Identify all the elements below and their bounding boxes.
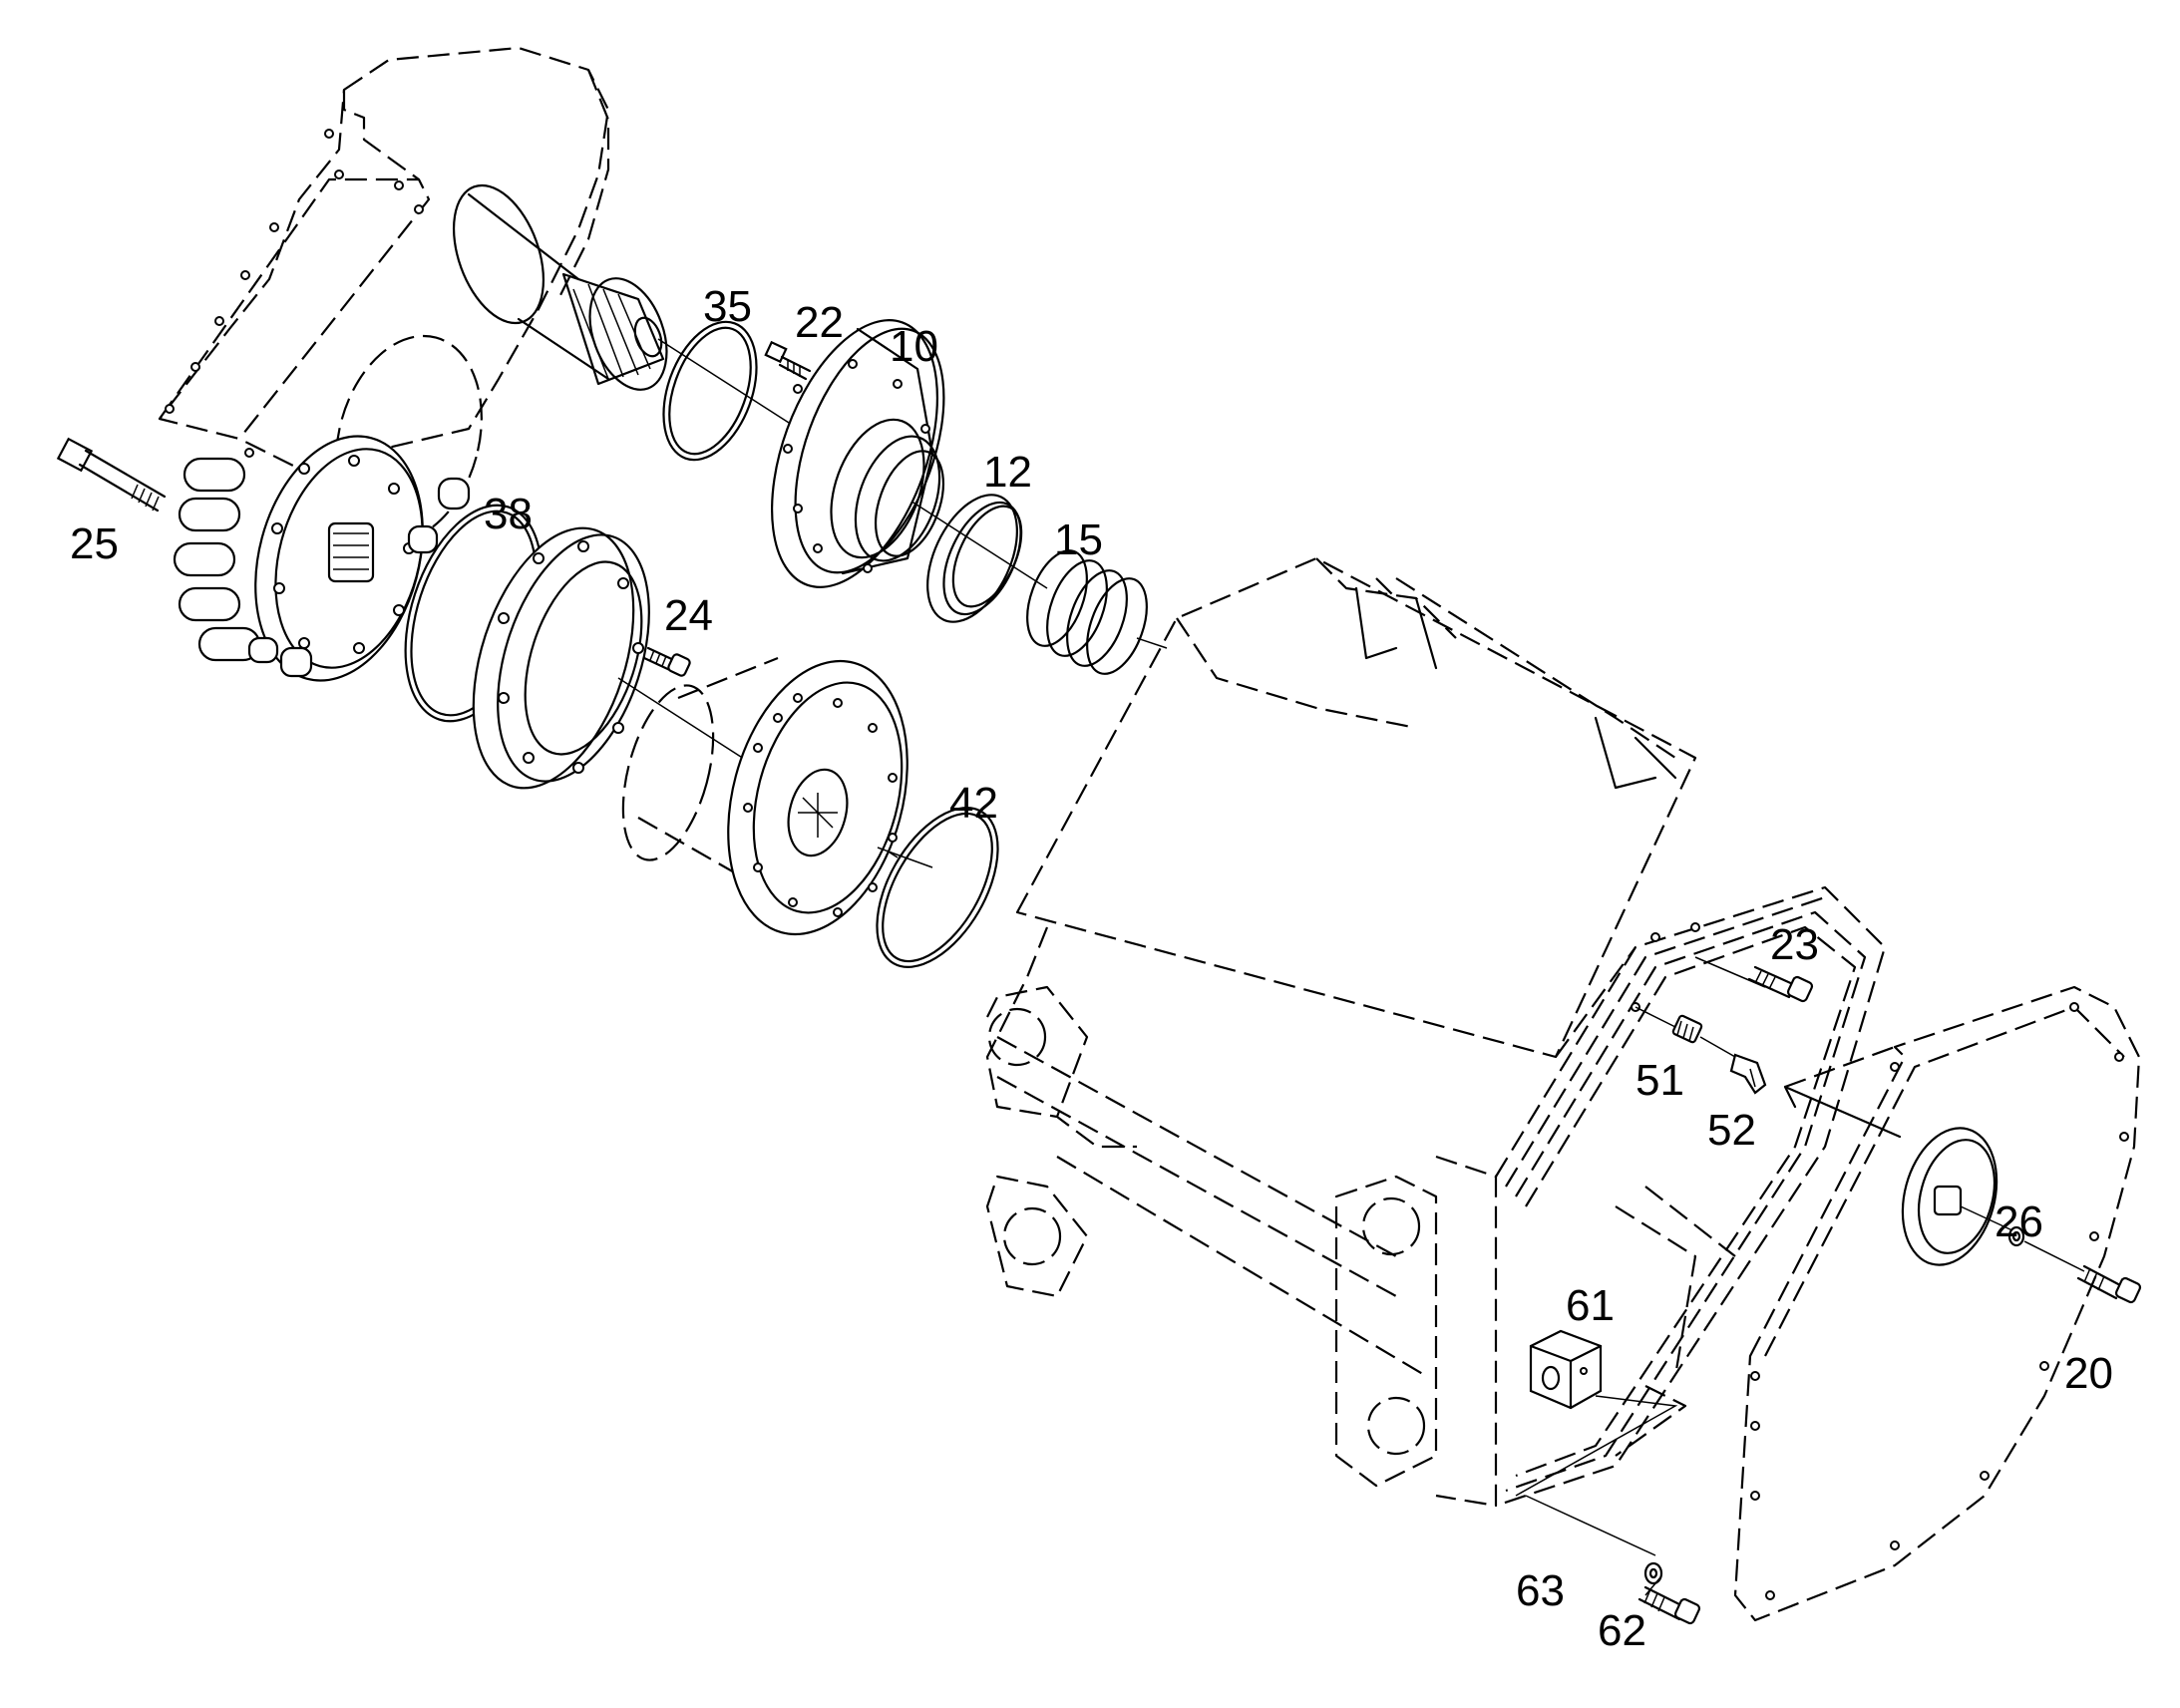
callout-20: 20 <box>2064 1349 2113 1398</box>
brake-housing <box>472 526 899 858</box>
callout-22: 22 <box>795 298 844 347</box>
elbow-fitting-52 <box>1729 1053 1767 1095</box>
callout-15: 15 <box>1054 515 1103 564</box>
callout-12: 12 <box>983 448 1032 497</box>
callout-63: 63 <box>1516 1566 1565 1615</box>
clamp-block-61 <box>1515 1329 1678 1556</box>
callout-24: 24 <box>664 591 713 640</box>
callout-62: 62 <box>1598 1606 1646 1655</box>
bolt-24 <box>642 646 691 677</box>
callout-52: 52 <box>1707 1106 1756 1155</box>
seal-ring-12 <box>926 494 1023 623</box>
o-ring-35 <box>662 320 758 462</box>
seal-ring-42 <box>876 807 999 968</box>
winch-drum-motor <box>621 656 933 936</box>
bolt-25 <box>56 437 167 512</box>
washer-63 <box>1643 1561 1663 1596</box>
callout-38: 38 <box>484 490 533 538</box>
callout-51: 51 <box>1635 1056 1684 1105</box>
bolt-62 <box>1637 1585 1701 1625</box>
callout-25: 25 <box>70 519 119 568</box>
hydraulic-motor <box>173 334 483 682</box>
flange-housing-10 <box>771 319 945 588</box>
washer-26 <box>2007 1225 2085 1272</box>
drive-shaft <box>452 183 1048 589</box>
spring-15 <box>1026 549 1168 675</box>
bolt-20 <box>2076 1264 2142 1304</box>
callout-42: 42 <box>949 779 998 828</box>
winch-frame <box>985 556 1887 1508</box>
fitting-51 <box>1635 1006 1736 1058</box>
bolt-22 <box>764 340 812 381</box>
callout-26: 26 <box>1995 1197 2043 1246</box>
bolt-23 <box>1694 956 1814 1003</box>
gear-housing-cover <box>158 46 610 471</box>
callout-23: 23 <box>1770 920 1819 969</box>
callout-35: 35 <box>703 282 752 331</box>
callout-10: 10 <box>890 322 938 371</box>
side-cover-plate <box>1733 985 2141 1622</box>
bearing-hub <box>1901 1127 2015 1266</box>
callout-61: 61 <box>1566 1281 1615 1330</box>
